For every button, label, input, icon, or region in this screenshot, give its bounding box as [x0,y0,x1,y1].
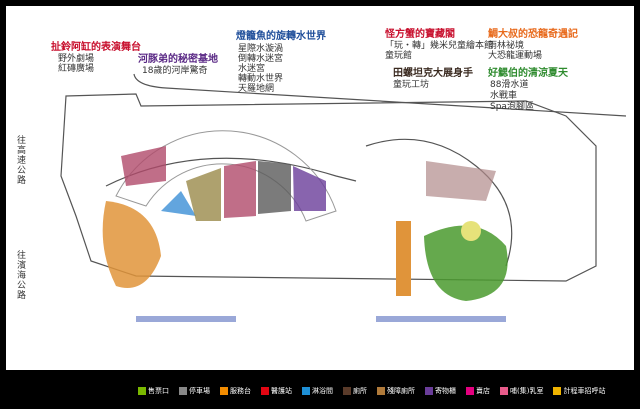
zone-olive [186,168,221,221]
legend-item-taxi: 計程車招呼站 [553,386,605,396]
zone-item: Spa泡腳區 [490,102,534,112]
zone-title: 田螺坦克大展身手 [393,68,473,79]
zone-item: 雨林祕境 [488,41,525,51]
zone-item: 野外劇場 [58,54,95,64]
direction-label: 往濱海公路 [17,251,27,301]
legend-item-nursing: 哺(集)乳室 [500,386,543,396]
legend-item-accessible: 殘障廁所 [377,386,415,396]
zone-title: 燈籠魚的旋轉水世界 [236,31,326,42]
pond [461,221,481,241]
legend-item-medical: 醫護站 [261,386,292,396]
legend-item-toilet: 廁所 [343,386,367,396]
zone-item: 星際水漩渦 [238,44,284,54]
legend-label: 寄物櫃 [435,387,456,395]
toilet-icon [343,387,351,395]
zone-title: 怪方蟹的寶藏閣 [385,29,455,40]
legend-item-shop: 賣店 [466,386,490,396]
zone-item: 童玩工坊 [393,80,430,90]
zone-item: 天羅地網 [238,84,275,94]
parking-icon [179,387,187,395]
road [133,73,627,117]
zone-item: 18歲的河岸驚奇 [142,66,208,76]
zone-purple [293,166,326,211]
zone-magenta [224,161,256,218]
info-icon [220,387,228,395]
lock-icon [425,387,433,395]
zone-item: 大恐龍運動場 [488,51,543,61]
legend-label: 哺(集)乳室 [510,387,544,395]
zone-blue [161,191,196,216]
zone-green [424,225,508,301]
zone-item: 紅磚廣場 [58,64,95,74]
zone-title: 扯鈴阿缸的表演舞台 [51,42,141,53]
legend-item-locker: 寄物櫃 [425,386,456,396]
medical-icon [261,387,269,395]
shop-icon [466,387,474,395]
taxi-icon [553,387,562,395]
zone-title: 好鰓伯的清涼夏天 [488,68,568,79]
legend: 售票口 停車場 服務台 醫護站 淋浴間 廁所 殘障廁所 寄物櫃 賣店 哺(集)乳… [138,386,605,396]
park-boundary [60,93,597,282]
zone-pink [426,161,496,201]
map-drawing [60,73,627,322]
zone-item: 水迷宮 [238,64,266,74]
direction-label: 往高速公路 [17,136,27,186]
zone-item: 「玩・轉」幾米兒童繪本館 [385,41,494,51]
legend-label: 賣店 [476,387,490,395]
park-map: 扯鈴阿缸的表演舞台 野外劇場 紅磚廣場 河豚弟的秘密基地 18歲的河岸驚奇 燈籠… [6,6,634,370]
zone-gray [258,161,291,214]
legend-item-shower: 淋浴間 [302,386,333,396]
legend-label: 停車場 [189,387,210,395]
shower-icon [302,387,310,395]
zone-orange [102,201,161,288]
zone-item: 轉動水世界 [238,74,284,84]
accessible-icon [377,387,385,395]
legend-item-service: 服務台 [220,386,251,396]
legend-item-parking: 停車場 [179,386,210,396]
legend-label: 廁所 [353,387,367,395]
arc-base [115,130,337,222]
nursing-icon [500,387,508,395]
legend-label: 淋浴間 [312,387,333,395]
legend-label: 殘障廁所 [387,387,415,395]
zone-item: 童玩館 [385,51,413,61]
path [365,138,513,267]
zone-item: 水戰車 [490,91,518,101]
legend-label: 醫護站 [271,387,292,395]
parking-strip [136,316,236,322]
ticket-icon [138,387,146,395]
parking-strip [376,316,506,322]
zone-item: 倒轉水迷宮 [238,54,284,64]
legend-label: 售票口 [148,387,169,395]
zone-title: 河豚弟的秘密基地 [138,54,218,65]
zone-title: 鯛大叔的恐龍奇遇記 [488,29,578,40]
zone-item: 88滑水道 [490,80,529,90]
zone-red [121,146,166,186]
legend-label: 服務台 [230,387,251,395]
legend-label: 計程車招呼站 [563,387,606,395]
legend-item-ticket: 售票口 [138,386,169,396]
zone-building [396,221,411,296]
